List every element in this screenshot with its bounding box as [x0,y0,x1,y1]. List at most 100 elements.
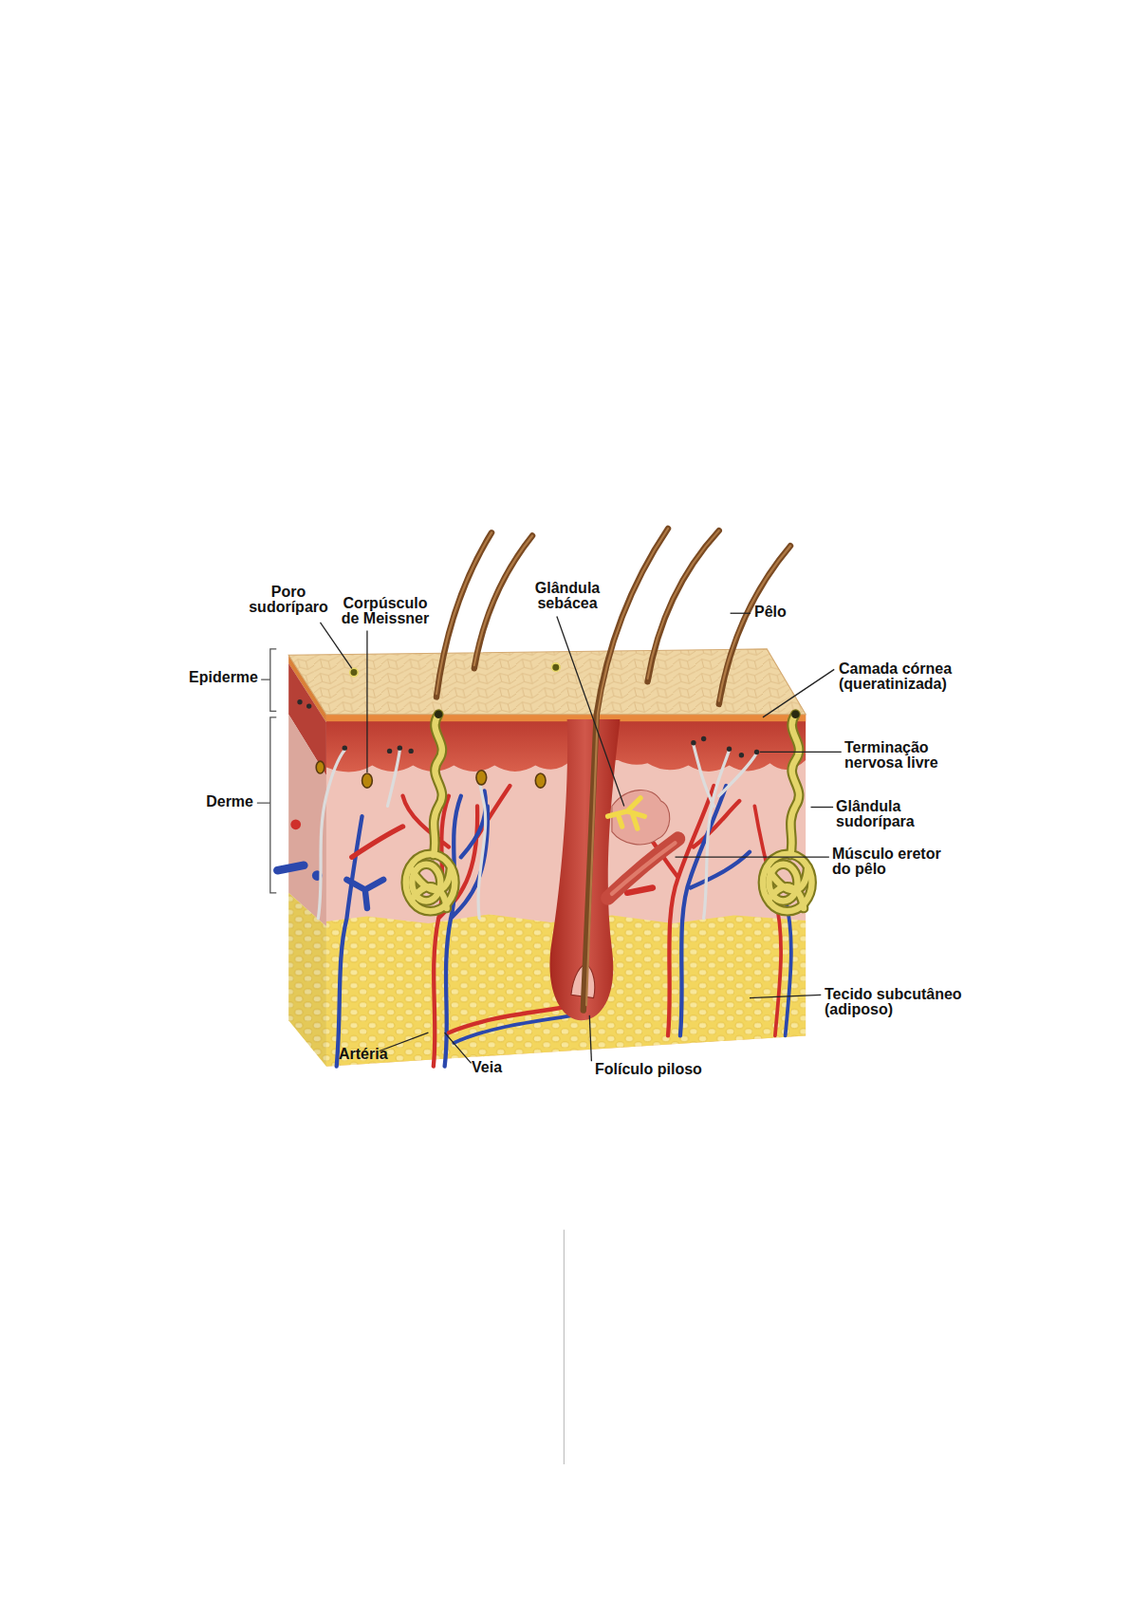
blood-vessels-part [627,887,653,892]
nerve-endings-part [342,744,348,750]
part-label: Glândula sebácea [519,580,615,612]
nerve-endings-part [306,703,312,708]
blood-vessels-part [403,785,511,1067]
sweat-glands-part [406,853,456,911]
blood-vessels-part [785,897,792,1036]
sweat-glands [406,709,813,911]
sweat-glands-part [433,714,443,855]
meissner-corpuscles-part [535,773,546,788]
leader-lines-part [556,615,625,806]
leader-lines-part [749,994,821,998]
sweat-glands-part [409,867,451,909]
meissner-corpuscles-part [315,760,325,774]
part-label: Artéria [338,1046,389,1062]
sweat-glands-part [433,714,443,855]
nerve-fibres-part [317,749,345,918]
sweat-pores [350,663,560,677]
nerve-endings-part [701,736,706,742]
divider-line [563,1229,565,1465]
skin-block-part [326,714,806,723]
blood-vessels-part [277,865,304,871]
nerve-endings-part [754,749,760,755]
part-label: Epiderme [188,669,259,686]
sweat-glands-part [406,714,813,912]
leader-lines-part [589,1015,592,1061]
blood-vessels-part [346,879,384,909]
leader-lines-part [366,630,368,773]
nerve-fibres-part [693,744,758,919]
nerve-endings-part [690,740,696,745]
hairs-part [648,530,720,682]
hairs-part [436,532,492,697]
sweat-glands-part [434,709,444,719]
hairs-part [436,532,492,694]
part-label: Poro sudoríparo [237,584,340,616]
sweat-pores-part [350,667,359,677]
sweat-glands-part [790,714,799,855]
hairs-part [719,545,791,701]
nerve-endings-part [739,752,744,758]
sweat-glands-part [762,853,813,911]
nerve-endings-part [397,744,403,750]
sweat-glands-part [790,714,799,855]
brackets [257,648,277,893]
arrector-muscle-part [608,838,679,898]
blood-vessels-part [352,826,404,857]
nerve-fibres-part [478,780,486,919]
blood-vessels-part [290,818,301,830]
sweat-glands-part [791,709,800,719]
hairs-part [474,536,533,667]
leader-lines-part [444,1032,472,1063]
hairs-part [719,545,791,705]
brackets-part [260,648,277,712]
leader-lines-part [762,668,835,718]
hairs-part [436,528,791,1011]
sweat-glands-part [406,714,813,912]
meissner-corpuscles-part [476,770,487,785]
hairs-part [586,528,668,1005]
leader-lines-part [810,806,834,808]
hairs-part [648,530,720,679]
leader-lines-part [730,612,751,614]
hairs-part [436,528,791,1005]
leader-lines-part [760,751,842,753]
part-label: Glândula sudorípara [835,798,943,831]
nerve-endings-part [407,748,413,754]
sweat-glands-part [766,867,808,909]
part-label: Folículo piloso [594,1061,703,1077]
blood-vessels-part [754,805,781,1036]
part-label: Pêlo [754,604,787,620]
blood-vessels [277,785,791,1067]
part-label: Corpúsculo de Meissner [336,595,434,628]
nerve-fibres [317,744,757,919]
leader-lines-part [675,856,830,858]
blood-vessels-part [453,1014,579,1043]
nerve-endings-part [296,699,302,705]
nerve-fibres-part [387,749,400,806]
brackets-part [257,717,277,893]
hairs-part [474,536,533,669]
sweat-glands-part [762,853,813,911]
arrector-muscle-part [611,842,676,894]
sebaceous-gland [608,790,670,845]
part-label: Camada córnea (queratinizada) [838,661,982,693]
sweat-pores-part [551,663,560,672]
part-label: Tecido subcutâneo (adiposo) [824,986,984,1019]
blood-vessels-part [680,785,750,1036]
part-label: Terminação nervosa livre [844,740,968,772]
hairs [436,528,791,1011]
nerve-endings-part [726,746,732,752]
meissner-corpuscles-part [362,773,373,788]
part-label: Músculo eretor do pêlo [832,846,962,878]
leader-lines [320,612,842,1063]
part-label: Derme [205,794,254,810]
skin-block-part [326,714,806,1067]
arrector-muscle [608,838,679,898]
sweat-glands-part [406,853,456,911]
sebaceous-gland-part [608,797,646,829]
nerve-endings-part [387,748,392,754]
leader-lines-part [320,622,353,668]
part-label: Veia [471,1059,502,1076]
